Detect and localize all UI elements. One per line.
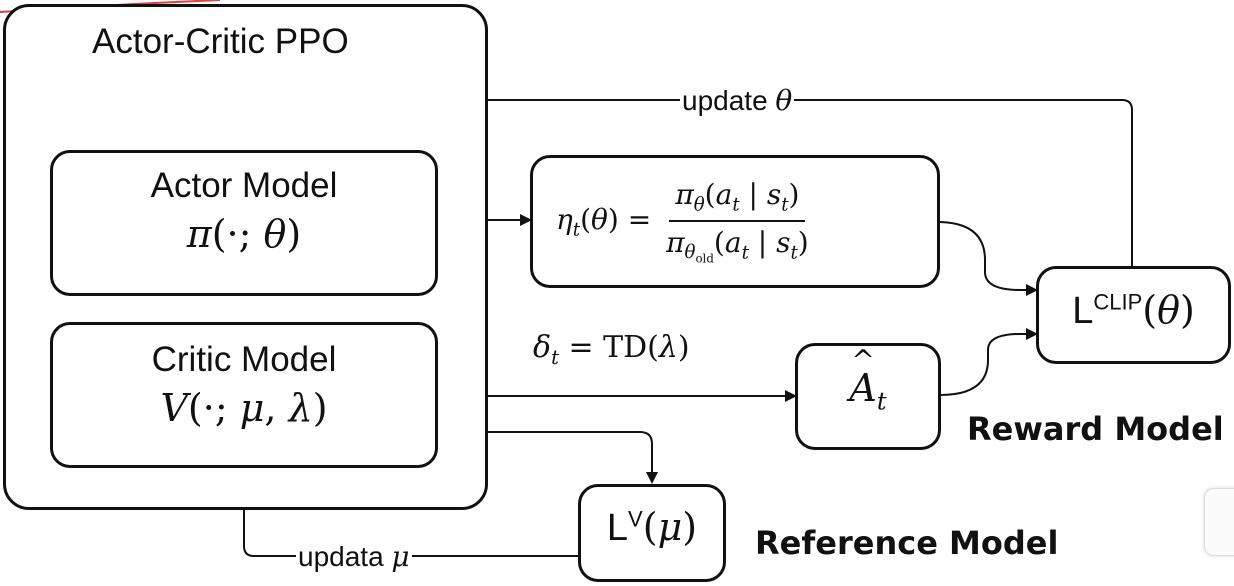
lv-loss-box: [578, 484, 726, 582]
advantage-to-lclip-arrow: [939, 328, 1038, 396]
probability-ratio-box: [530, 155, 940, 288]
reward-model-caption: Reward Model: [967, 410, 1224, 448]
ratio-to-lclip-arrow: [936, 221, 1038, 296]
container-title: Actor-Critic PPO: [92, 22, 349, 61]
side-panel-tab[interactable]: [1204, 488, 1234, 556]
actor-model-title: Actor Model: [150, 166, 338, 205]
update-theta-label: update θ: [680, 84, 795, 117]
reference-model-caption: Reference Model: [755, 524, 1059, 562]
critic-model-title: Critic Model: [151, 340, 337, 379]
advantage-symbol: A^t: [849, 344, 887, 416]
update-mu-connector: [238, 468, 578, 557]
critic-model-formula: V(·; μ, λ): [160, 386, 328, 430]
update-mu-label: updata μ: [296, 540, 412, 573]
critic-model-box: [50, 322, 438, 468]
probability-ratio-formula: ηt(θ) = πθ(at | st) πθold(at | st): [556, 178, 809, 266]
critic-to-lv-arrow: [437, 431, 658, 484]
lclip-loss-formula: LCLIP(θ): [1072, 288, 1195, 332]
td-lambda-formula: δt = TD(λ): [533, 330, 690, 369]
advantage-box: [795, 343, 941, 450]
actor-model-formula: π(·; θ): [186, 212, 302, 256]
lclip-loss-box: [1036, 266, 1231, 364]
actor-model-box: [50, 150, 438, 296]
lv-loss-formula: LV(μ): [606, 505, 698, 549]
